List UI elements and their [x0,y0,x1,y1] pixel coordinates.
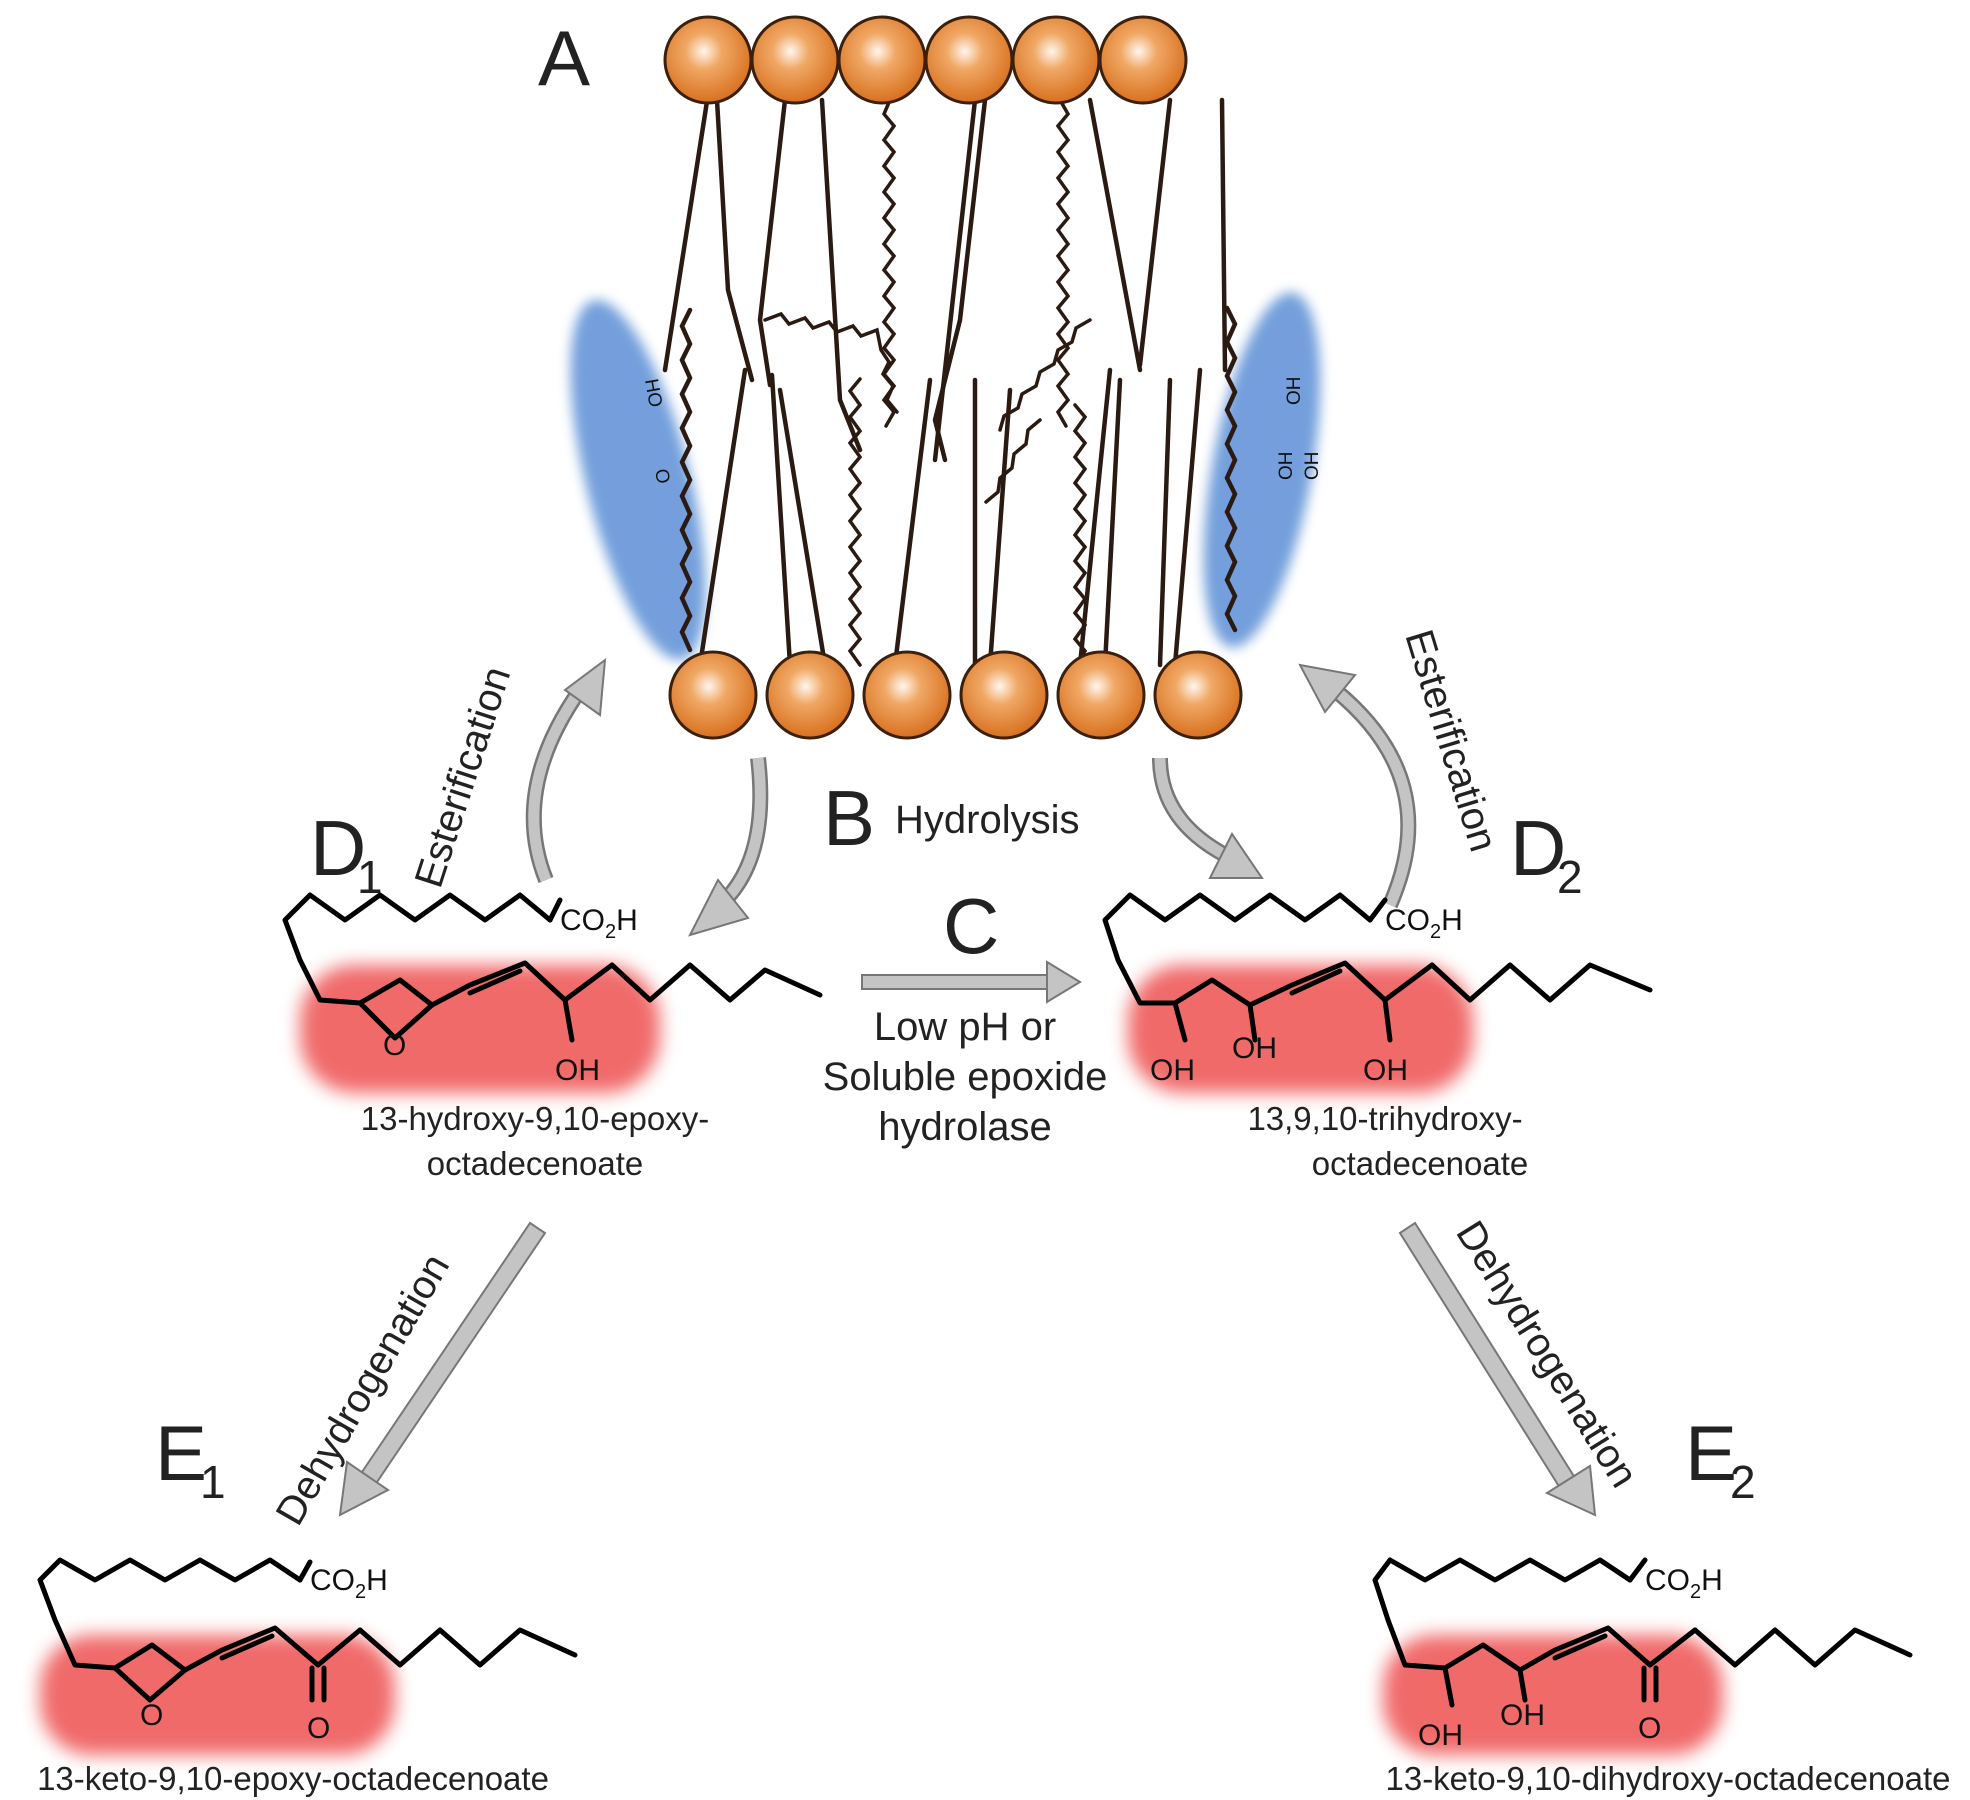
epoxide-oxygen-label: O [140,1699,163,1732]
label-d2-subscript: 2 [1557,851,1583,903]
keto-oxygen-label: O [307,1712,330,1745]
label-b: B [823,774,875,862]
oh-label-left: HO [640,377,666,409]
dehydrogenation-arrowhead-left [338,1460,390,1517]
hydroxyl-label: OH [1363,1054,1408,1087]
esterification-arrowhead-right [1298,663,1357,714]
hydrolysis-label: Hydrolysis [895,798,1079,842]
upper-leaflet-tails [662,92,1228,463]
o-label-left: O [650,467,673,485]
headgroup-circle [765,650,855,740]
label-e1-subscript: 1 [200,1456,226,1508]
oh-label-right-1: OH [1284,377,1305,406]
label-e2-subscript: 2 [1730,1456,1756,1508]
headgroup-circle [1011,15,1101,105]
compound-1-name-line-1: 13-hydroxy-9,10-epoxy- [361,1100,710,1137]
reaction-arrow-c [861,974,1048,990]
hydroxyl-label: OH [1150,1054,1195,1087]
co2h-label: CO2H [310,1564,388,1603]
hydroxyl-label: OH [1500,1699,1545,1732]
compound-2-name-line-2: octadecenoate [1312,1145,1529,1182]
headgroup-circle [1056,650,1146,740]
headgroup-circle [663,15,753,105]
hydrolysis-arrowhead-left [688,878,750,937]
oxidized-lipid-right: OH OH OH [1224,305,1323,633]
red-highlight [40,1635,395,1755]
compound-keto-dihydroxy: CO2H OH OH O [1372,1557,1913,1755]
blue-highlight-left [570,300,706,660]
co2h-label: CO2H [1385,904,1463,943]
reaction-arrowhead-c [1046,960,1082,1004]
headgroup-circle [924,15,1014,105]
esterification-arrowhead-left [563,657,607,717]
compound-1-name-line-2: octadecenoate [427,1145,644,1182]
label-a: A [538,14,590,102]
headgroup-circle [668,650,758,740]
headgroup-circle [1098,15,1188,105]
compound-4-name: 13-keto-9,10-dihydroxy-octadecenoate [1385,1760,1950,1797]
co2h-label: CO2H [1645,1564,1723,1603]
compound-trihydroxy: CO2H OH OH OH [1102,892,1653,1093]
label-d1: D [310,804,366,892]
headgroup-circle [750,15,840,105]
hydroxyl-label: OH [1418,1719,1463,1752]
oh-label-right-2: OH [1276,452,1297,481]
esterification-label-left: Esterification [407,661,520,892]
label-c: C [943,882,999,970]
hydrolysis-arrowhead-right [1208,832,1264,879]
upper-headgroups [663,15,1188,105]
condition-line-2: Soluble epoxide [823,1055,1108,1099]
label-e1: E [155,1409,207,1497]
label-d2: D [1510,804,1566,892]
headgroup-circle [959,650,1049,740]
epoxide-oxygen-label: O [383,1029,406,1062]
lipid-membrane: HO O OH OH OH [570,15,1323,740]
compound-keto-epoxy: CO2H O O [37,1557,578,1755]
red-highlight [1383,1635,1723,1755]
lower-leaflet-tails [697,367,1203,668]
keto-oxygen-label: O [1638,1712,1661,1745]
hydroxyl-label: OH [555,1054,600,1087]
condition-line-3: hydrolase [878,1105,1051,1149]
condition-line-1: Low pH or [874,1005,1056,1049]
label-e2: E [1685,1409,1737,1497]
compound-3-name: 13-keto-9,10-epoxy-octadecenoate [37,1760,549,1797]
oh-label-right-3: OH [1302,452,1323,481]
lower-headgroups [668,650,1243,740]
red-highlight [300,965,660,1093]
compound-2-name-line-1: 13,9,10-trihydroxy- [1247,1100,1522,1137]
headgroup-circle [862,650,952,740]
dehydrogenation-arrowhead-right [1544,1464,1597,1517]
compound-epoxy-hydroxy: CO2H O OH [282,892,823,1093]
oxidized-lipid-left: HO O [640,307,693,653]
co2h-label: CO2H [560,904,638,943]
headgroup-circle [837,15,927,105]
headgroup-circle [1153,650,1243,740]
arrows [338,657,1597,1517]
hydroxyl-label: OH [1232,1032,1277,1065]
